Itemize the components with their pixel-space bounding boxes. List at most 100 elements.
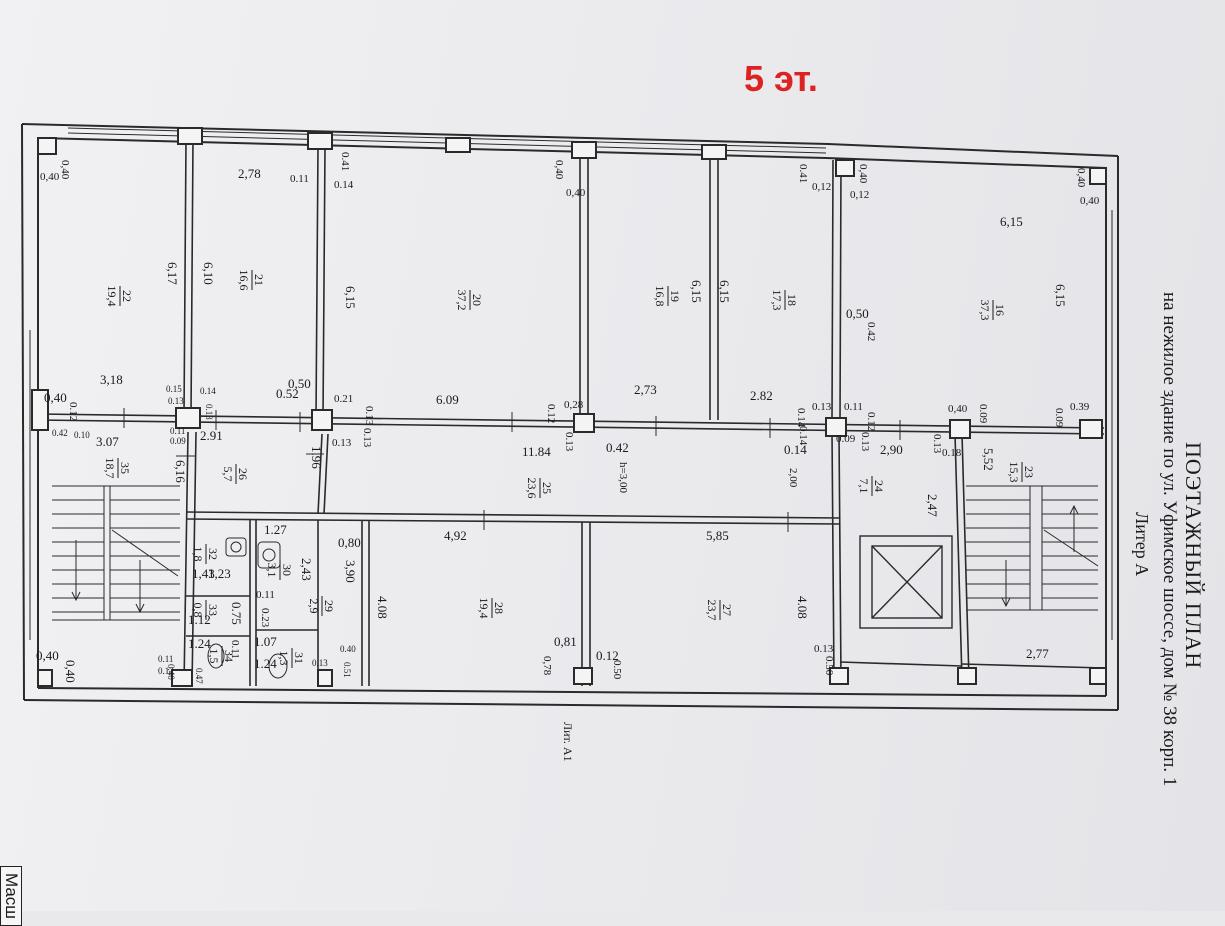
dimension-label: 6,15: [717, 280, 732, 303]
dimension-label: 0.52: [276, 386, 299, 401]
dimension-label: 6,17: [165, 262, 180, 285]
room-number: 34: [222, 650, 236, 662]
dimension-label: 2,90: [880, 442, 903, 457]
dimension-label: 0.50: [823, 656, 835, 676]
dimension-label: 0.09: [836, 433, 856, 445]
dimension-label: 0.15: [166, 384, 182, 394]
dimension-label: 0,80: [338, 535, 361, 550]
dimension-label: 0.13: [814, 643, 834, 655]
room-area: 3,1: [265, 563, 279, 578]
dimension-label: 6,16: [173, 460, 188, 483]
staircase-right: [966, 485, 1099, 611]
room-number: 32: [206, 548, 220, 560]
dimension-label: 0,40: [948, 403, 968, 415]
dimension-label: 0.13: [361, 428, 373, 448]
room-area: 37,3: [978, 300, 992, 321]
dimension-label: 1.24: [254, 656, 277, 671]
dimension-label: 0.75: [229, 602, 244, 625]
room-label: 311,3: [277, 648, 306, 668]
room-area: 23,6: [525, 478, 539, 499]
room-area: 18,7: [103, 458, 117, 479]
dimension-label: 0,40: [1080, 195, 1100, 207]
dimension-label: 0,78: [541, 656, 553, 676]
room-number: 22: [120, 290, 134, 302]
dimension-label: 0.13: [812, 401, 832, 413]
floor-label: 5 эт.: [744, 58, 818, 99]
plan-title: ПОЭТАЖНЫЙ ПЛАН: [1181, 442, 1206, 670]
room-number: 25: [540, 482, 554, 494]
dimension-label: 4.08: [795, 596, 810, 619]
dimension-label: 0,40: [59, 160, 71, 180]
room-area: 0,8: [191, 603, 205, 618]
ceiling-height-label: h=3,00: [617, 462, 629, 493]
dimension-label: 2,78: [238, 166, 261, 181]
dimension-label: 0.21: [334, 393, 353, 405]
dimension-label: 4,92: [444, 528, 467, 543]
dimension-label: 0.11: [256, 589, 275, 601]
dimension-label: 4.08: [375, 596, 390, 619]
dimension-label: 3,18: [100, 372, 123, 387]
dimension-label: 1.12: [188, 612, 211, 627]
dimension-label: 0.40: [166, 664, 176, 680]
dimension-label: 1,23: [208, 566, 231, 581]
dimension-label: 0.11: [170, 426, 185, 436]
dimension-label: 0.13: [168, 396, 184, 406]
dimension-ticks: [123, 408, 901, 532]
room-number: 28: [492, 602, 506, 614]
dimension-label: 0.09: [1053, 408, 1065, 428]
dimension-label: 0.14: [795, 408, 807, 428]
outer-walls: [21, 123, 1119, 711]
dimension-label: 0.42: [865, 322, 877, 341]
dimension-label: 0,81: [554, 634, 577, 649]
room-label: 292,9: [307, 596, 336, 616]
dimension-label: 6,15: [1000, 214, 1023, 229]
dimension-label: 2.91: [200, 428, 223, 443]
room-area: 16,8: [653, 286, 667, 307]
dimension-label: 0,40: [36, 648, 59, 663]
dimension-label: 2,47: [925, 494, 940, 517]
elevator-shaft: [859, 535, 953, 629]
dimension-label: 0.14: [334, 179, 354, 191]
dimension-label: 0.13: [859, 432, 871, 452]
room-number: 20: [470, 294, 484, 306]
room-number: 26: [236, 468, 250, 480]
dimension-label: 6,15: [689, 280, 704, 303]
room-number: 31: [292, 652, 306, 664]
dimension-label: 0.14: [797, 426, 809, 446]
dimension-label: 1.96: [309, 446, 324, 469]
dimension-label: 2,00: [787, 468, 799, 488]
room-number: 30: [280, 564, 294, 576]
room-label: 247,1: [857, 476, 886, 496]
room-area: 5,7: [221, 467, 235, 482]
dimension-label: 0.11: [229, 640, 241, 659]
dimension-label: 0.42: [606, 440, 629, 455]
room-area: 1,8: [191, 547, 205, 562]
room-area: 19,4: [477, 598, 491, 619]
dimension-label: 0.13: [312, 658, 328, 668]
dimension-label: 3,90: [343, 560, 358, 583]
dimension-label: 0.50: [611, 660, 623, 680]
dimension-label: 0,50: [846, 306, 869, 321]
dimension-label: 5,52: [981, 448, 996, 471]
dimension-label: 0.41: [339, 152, 351, 171]
dimension-label: 2,73: [634, 382, 657, 397]
litera-label: Литер А: [1132, 512, 1152, 577]
dimension-label: 0.18: [942, 447, 962, 459]
room-area: 16,6: [237, 270, 251, 291]
dimension-label: 0.13: [931, 434, 943, 454]
room-number: 18: [785, 294, 799, 306]
dimension-label: 6,10: [201, 262, 216, 285]
dimension-label: 0.12: [865, 412, 877, 431]
dimension-label: 0.41: [797, 164, 809, 183]
dimension-label: 0.11: [290, 173, 309, 185]
scale-label: Масш: [0, 866, 22, 926]
room-number: 21: [252, 274, 266, 286]
dimension-label: 0.13: [363, 406, 375, 426]
